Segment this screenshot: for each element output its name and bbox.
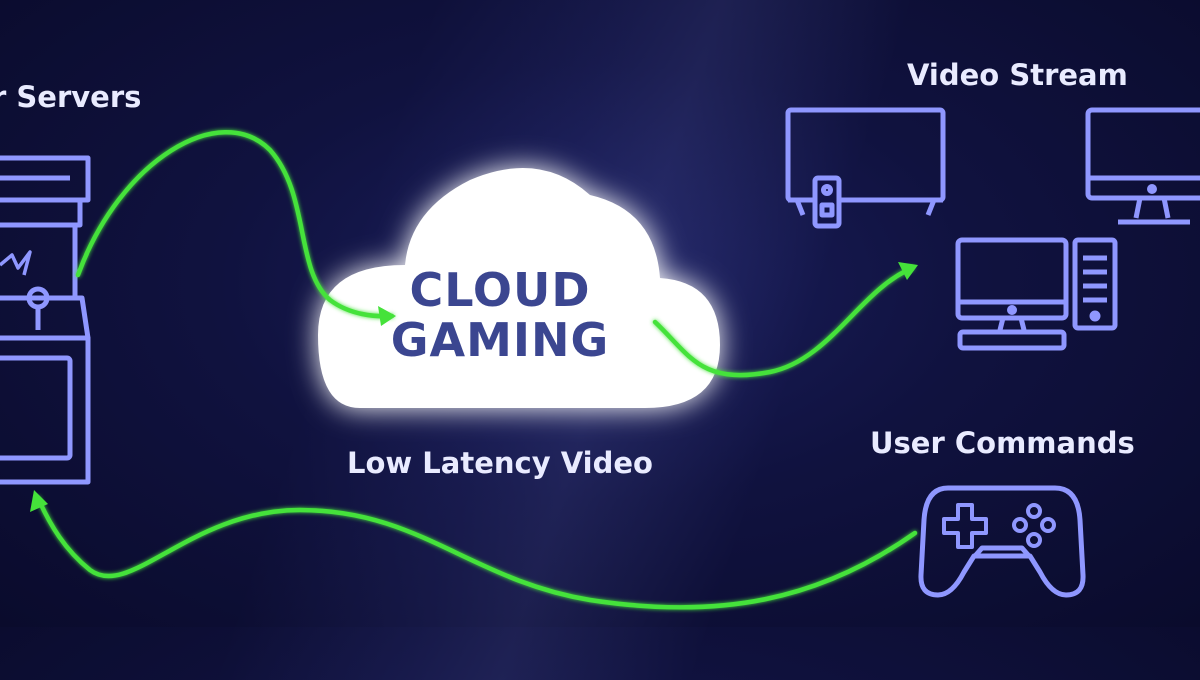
cloud-title: CLOUD GAMING (350, 265, 650, 365)
arcade-cabinet-icon (0, 155, 91, 485)
arrowhead-server (30, 490, 48, 512)
low-latency-label: Low Latency Video (347, 446, 653, 480)
arrow-server-to-cloud (75, 130, 395, 319)
diagram-canvas (0, 107, 1200, 610)
servers-label: r Servers (0, 80, 142, 114)
cloud-shape (318, 168, 720, 408)
arrowheads (30, 262, 918, 512)
arrow-gamepad-to-server (35, 495, 918, 610)
gamepad-icon (918, 485, 1086, 598)
video-stream-label: Video Stream (907, 58, 1128, 92)
arrowhead-devices (898, 262, 918, 280)
tv-icon (785, 107, 946, 229)
cloud-title-line1: CLOUD (409, 263, 591, 317)
flow-arrows (35, 130, 918, 610)
arrowhead-cloud (378, 306, 396, 326)
desktop-pc-icon (955, 237, 1118, 351)
monitor-icon (1085, 107, 1200, 225)
arrow-cloud-to-devices (652, 265, 915, 378)
cloud-title-line2: GAMING (390, 313, 610, 367)
user-commands-label: User Commands (870, 426, 1135, 460)
